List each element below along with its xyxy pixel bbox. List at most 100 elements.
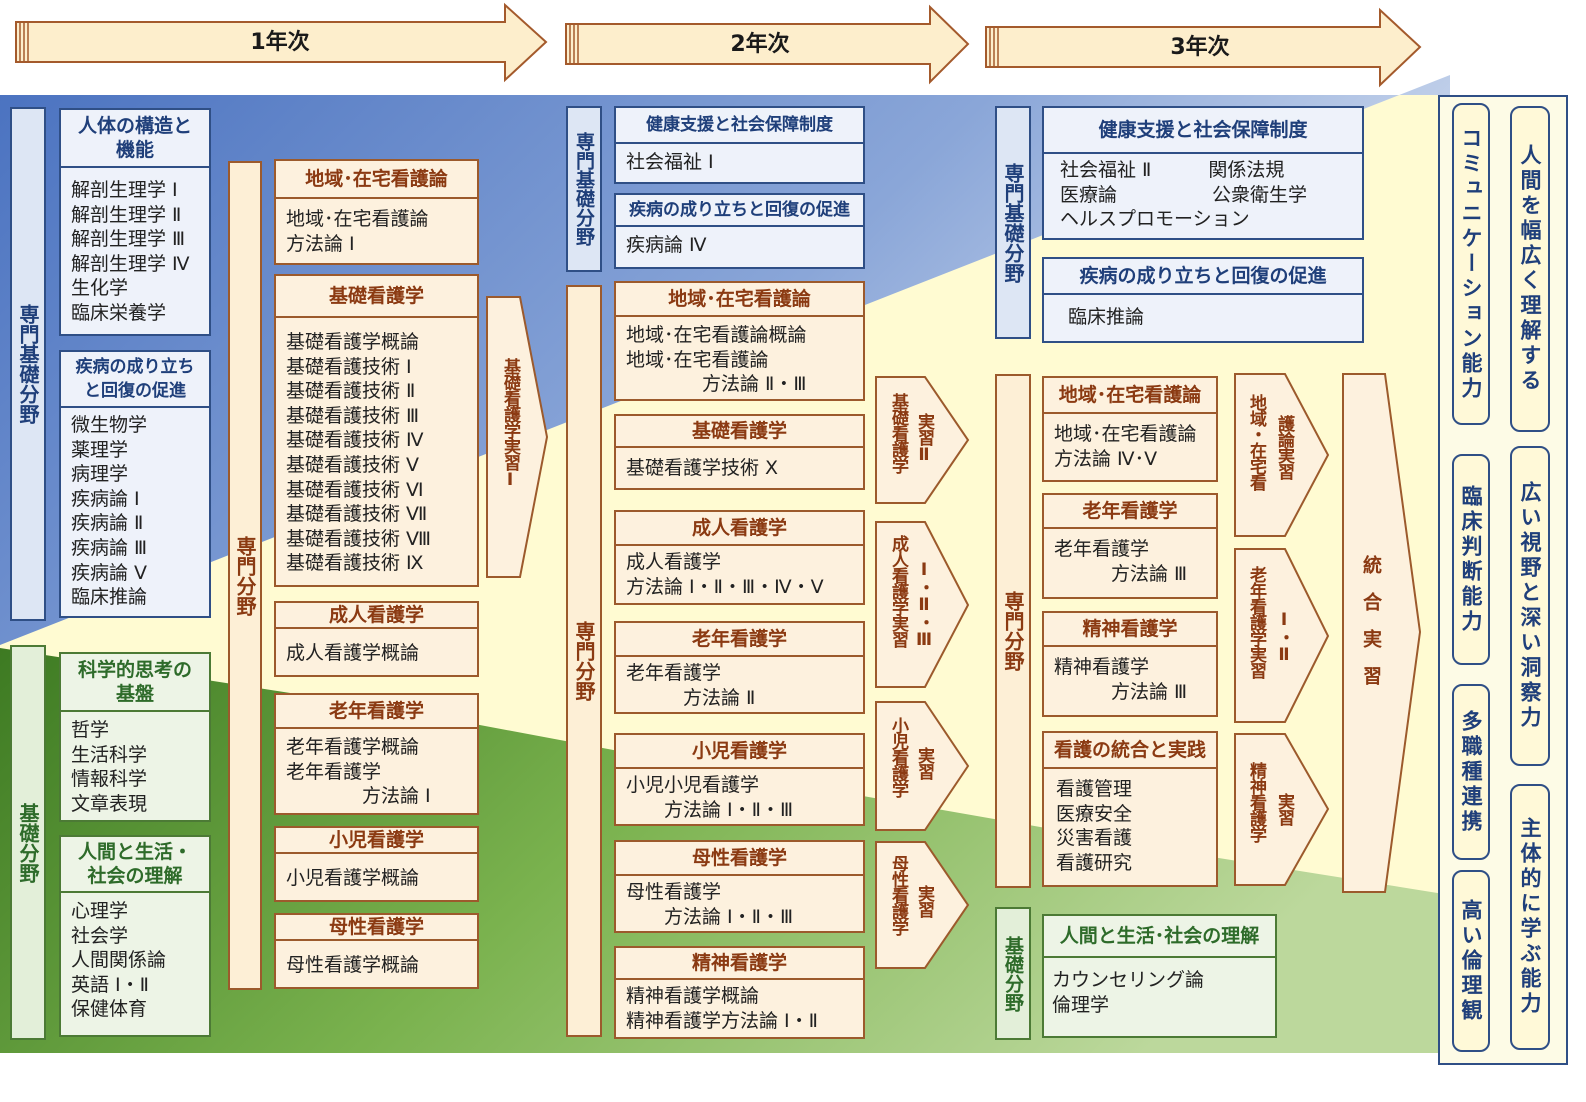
practicum-maternal-b: 実習 — [914, 885, 934, 917]
card-y1-disease: 疾病の成り立ちと回復の促進 微生物学 薬理学 病理学 疾病論 Ⅰ 疾病論 Ⅱ 疾… — [59, 350, 211, 618]
goal-ethics: 高い倫理観 — [1452, 870, 1490, 1052]
card-title: 小児看護学 — [616, 735, 863, 769]
card-title: 疾病の成り立ちと回復の促進 — [61, 352, 209, 408]
practicum-basic-1: 基礎看護学実習Ⅰ — [500, 358, 520, 489]
card-y1-child: 小児看護学 小児看護学概論 — [274, 826, 479, 902]
item: 哲学 — [71, 719, 110, 741]
practicum-psych-a: 精神看護学 — [1246, 762, 1266, 842]
item: 生活科学 — [71, 743, 148, 766]
goal-self-learning: 主体的に学ぶ能力 — [1510, 784, 1550, 1050]
card-y2-adult: 成人看護学 成人看護学 方法論 Ⅰ・Ⅱ・Ⅲ・Ⅳ・Ⅴ — [614, 510, 865, 605]
item: 心理学 — [71, 900, 129, 922]
item: 英語 Ⅰ・Ⅱ — [71, 973, 149, 996]
item: 老年看護学概論 — [286, 736, 420, 758]
goal-wide-perspective: 広い視野と深い洞察力 — [1510, 446, 1550, 766]
item: 薬理学 — [71, 438, 129, 461]
card-title: 地域･在宅看護論 — [276, 161, 477, 199]
item: 倫理学 — [1052, 993, 1110, 1016]
card-title: 地域･在宅看護論 — [1044, 378, 1216, 414]
card-title: 成人看護学 — [276, 603, 477, 629]
year-2-label: 2年次 — [730, 32, 790, 57]
item: 情報科学 — [71, 768, 148, 791]
item: 方法論 Ⅰ — [286, 785, 431, 808]
item: 方法論 Ⅱ — [626, 686, 756, 709]
card-y1-community: 地域･在宅看護論 地域･在宅看護論 方法論 Ⅰ — [274, 159, 479, 265]
card-y3-integration: 看護の統合と実践 看護管理 医療安全 災害看護 看護研究 — [1042, 731, 1218, 887]
practicum-basic-2-a: 基礎看護学 — [888, 393, 908, 473]
item: 解剖生理学 Ⅲ — [71, 228, 186, 251]
practicum-basic-2-b: 実習Ⅱ — [914, 413, 934, 464]
goal-clinical-judgment: 臨床判断能力 — [1452, 454, 1490, 665]
year-1-label: 1年次 — [250, 30, 310, 55]
item: 微生物学 — [71, 414, 148, 436]
card-y1-basic: 基礎看護学 基礎看護学概論 基礎看護技術 Ⅰ 基礎看護技術 Ⅱ 基礎看護技術 Ⅲ… — [274, 274, 479, 587]
item: 基礎看護学技術 Ⅹ — [626, 457, 779, 479]
item: 基礎看護技術 Ⅰ — [286, 355, 412, 378]
item: 社会学 — [71, 924, 129, 947]
bar-senmon-y1: 専門分野 — [228, 161, 262, 990]
practicum-community-b: 護論実習 — [1274, 415, 1294, 479]
card-title: 看護の統合と実践 — [1044, 733, 1216, 769]
bar-kiso-y1: 基礎分野 — [10, 645, 46, 1040]
card-title: 老年看護学 — [616, 623, 863, 657]
item: 解剖生理学 Ⅰ — [71, 179, 178, 201]
goal-communication: コミュニケーション能力 — [1452, 103, 1490, 425]
card-y2-maternal: 母性看護学 母性看護学 方法論 Ⅰ・Ⅱ・Ⅲ — [614, 840, 865, 933]
year-arrows — [15, 2, 1422, 88]
practicum-elder-b: Ⅰ・Ⅱ — [1274, 610, 1294, 664]
card-y2-disease: 疾病の成り立ちと回復の促進 疾病論 Ⅳ — [614, 193, 865, 269]
card-y1-body: 人体の構造と機能 解剖生理学 Ⅰ 解剖生理学 Ⅱ 解剖生理学 Ⅲ 解剖生理学 Ⅳ… — [59, 108, 211, 336]
card-title: 老年看護学 — [276, 695, 477, 729]
item: 地域･在宅看護論 — [286, 208, 429, 230]
card-title: 人間と生活・社会の理解 — [61, 837, 209, 893]
bar-senmon-y3: 専門分野 — [995, 374, 1031, 888]
item: 臨床栄養学 — [71, 301, 167, 324]
card-title: 精神看護学 — [1044, 613, 1216, 647]
bar-senmon-kiso-y1: 専門基礎分野 — [10, 107, 46, 621]
item: 成人看護学 — [626, 551, 722, 573]
practicum-child-b: 実習 — [914, 747, 934, 779]
item: 方法論 Ⅱ・Ⅲ — [626, 373, 807, 396]
item: 地域･在宅看護論 — [1054, 423, 1197, 445]
item: 解剖生理学 Ⅱ — [71, 203, 182, 226]
card-title: 母性看護学 — [616, 842, 863, 876]
card-title: 精神看護学 — [616, 948, 863, 980]
item: 臨床推論 — [71, 586, 148, 609]
item: 方法論 Ⅰ — [286, 232, 355, 255]
practicum-maternal-a: 母性看護学 — [888, 855, 908, 935]
item: 人間関係論 — [71, 949, 167, 972]
item: 文章表現 — [71, 792, 148, 815]
card-title: 母性看護学 — [276, 915, 477, 941]
card-y2-health: 健康支援と社会保障制度 社会福祉 Ⅰ — [614, 106, 865, 184]
item: 医療安全 — [1056, 802, 1133, 825]
item: 方法論 Ⅳ･Ⅴ — [1054, 447, 1158, 470]
item: 保健体育 — [71, 998, 148, 1021]
item: 社会福祉 Ⅰ — [626, 151, 714, 173]
item: 医療論 公衆衛生学 — [1060, 183, 1308, 206]
card-y3-community: 地域･在宅看護論 地域･在宅看護論 方法論 Ⅳ･Ⅴ — [1042, 376, 1218, 482]
item: 小児看護学概論 — [286, 867, 420, 889]
practicum-adult-b: Ⅰ・Ⅱ・Ⅲ — [914, 560, 934, 649]
item: 基礎看護技術 Ⅱ — [286, 380, 416, 403]
item: 生化学 — [71, 277, 129, 300]
item: 臨床推論 — [1068, 306, 1145, 328]
card-y2-basic: 基礎看護学 基礎看護学技術 Ⅹ — [614, 414, 865, 490]
card-y2-community: 地域･在宅看護論 地域･在宅看護論概論 地域･在宅看護論 方法論 Ⅱ・Ⅲ — [614, 281, 865, 401]
card-y3-health: 健康支援と社会保障制度 社会福祉 Ⅱ 関係法規 医療論 公衆衛生学 ヘルスプロモ… — [1042, 106, 1364, 240]
practicum-adult-a: 成人看護学実習 — [888, 535, 908, 647]
item: 精神看護学方法論 Ⅰ・Ⅱ — [626, 1009, 818, 1032]
practicum-elder-a: 老年看護学実習 — [1246, 566, 1266, 678]
item: 方法論 Ⅲ — [1054, 562, 1188, 585]
card-title: 科学的思考の基盤 — [61, 654, 209, 712]
item: カウンセリング論 — [1052, 969, 1205, 991]
card-y2-psych: 精神看護学 精神看護学概論 精神看護学方法論 Ⅰ・Ⅱ — [614, 946, 865, 1039]
item: 地域･在宅看護論 — [626, 348, 769, 371]
card-title: 基礎看護学 — [616, 416, 863, 448]
card-title: 健康支援と社会保障制度 — [616, 108, 863, 144]
card-y3-human: 人間と生活･社会の理解 カウンセリング論 倫理学 — [1042, 914, 1277, 1038]
card-y2-child: 小児看護学 小児小児看護学 方法論 Ⅰ・Ⅱ・Ⅲ — [614, 733, 865, 826]
item: 基礎看護技術 Ⅳ — [286, 429, 424, 452]
item: 地域･在宅看護論概論 — [626, 324, 807, 346]
practicum-child-a: 小児看護学 — [888, 717, 908, 797]
item: 小児小児看護学 — [626, 774, 760, 796]
